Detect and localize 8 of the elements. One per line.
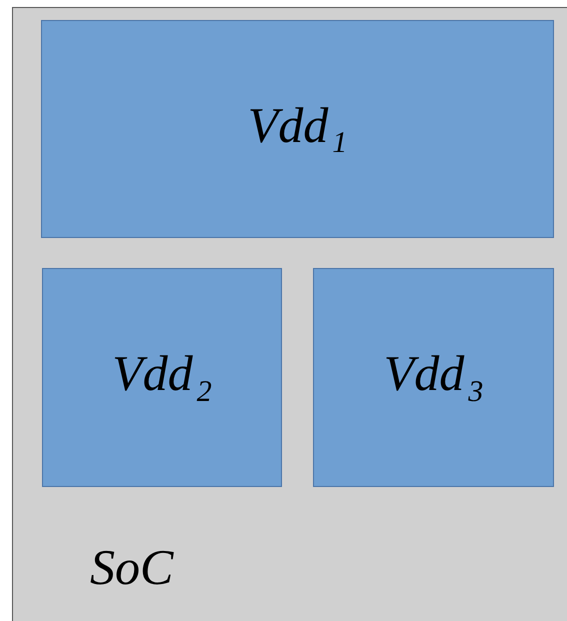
domain-label: Vdd$_{1}$ xyxy=(248,100,348,158)
domain-label: Vdd$_{3}$ xyxy=(384,348,484,407)
voltage-domain-box xyxy=(41,20,554,238)
voltage-domain-box xyxy=(42,268,282,487)
voltage-domain-box xyxy=(313,268,554,487)
chip-region xyxy=(12,7,567,621)
chip-label: SoC xyxy=(90,542,174,592)
domain-label: Vdd$_{2}$ xyxy=(112,348,212,407)
